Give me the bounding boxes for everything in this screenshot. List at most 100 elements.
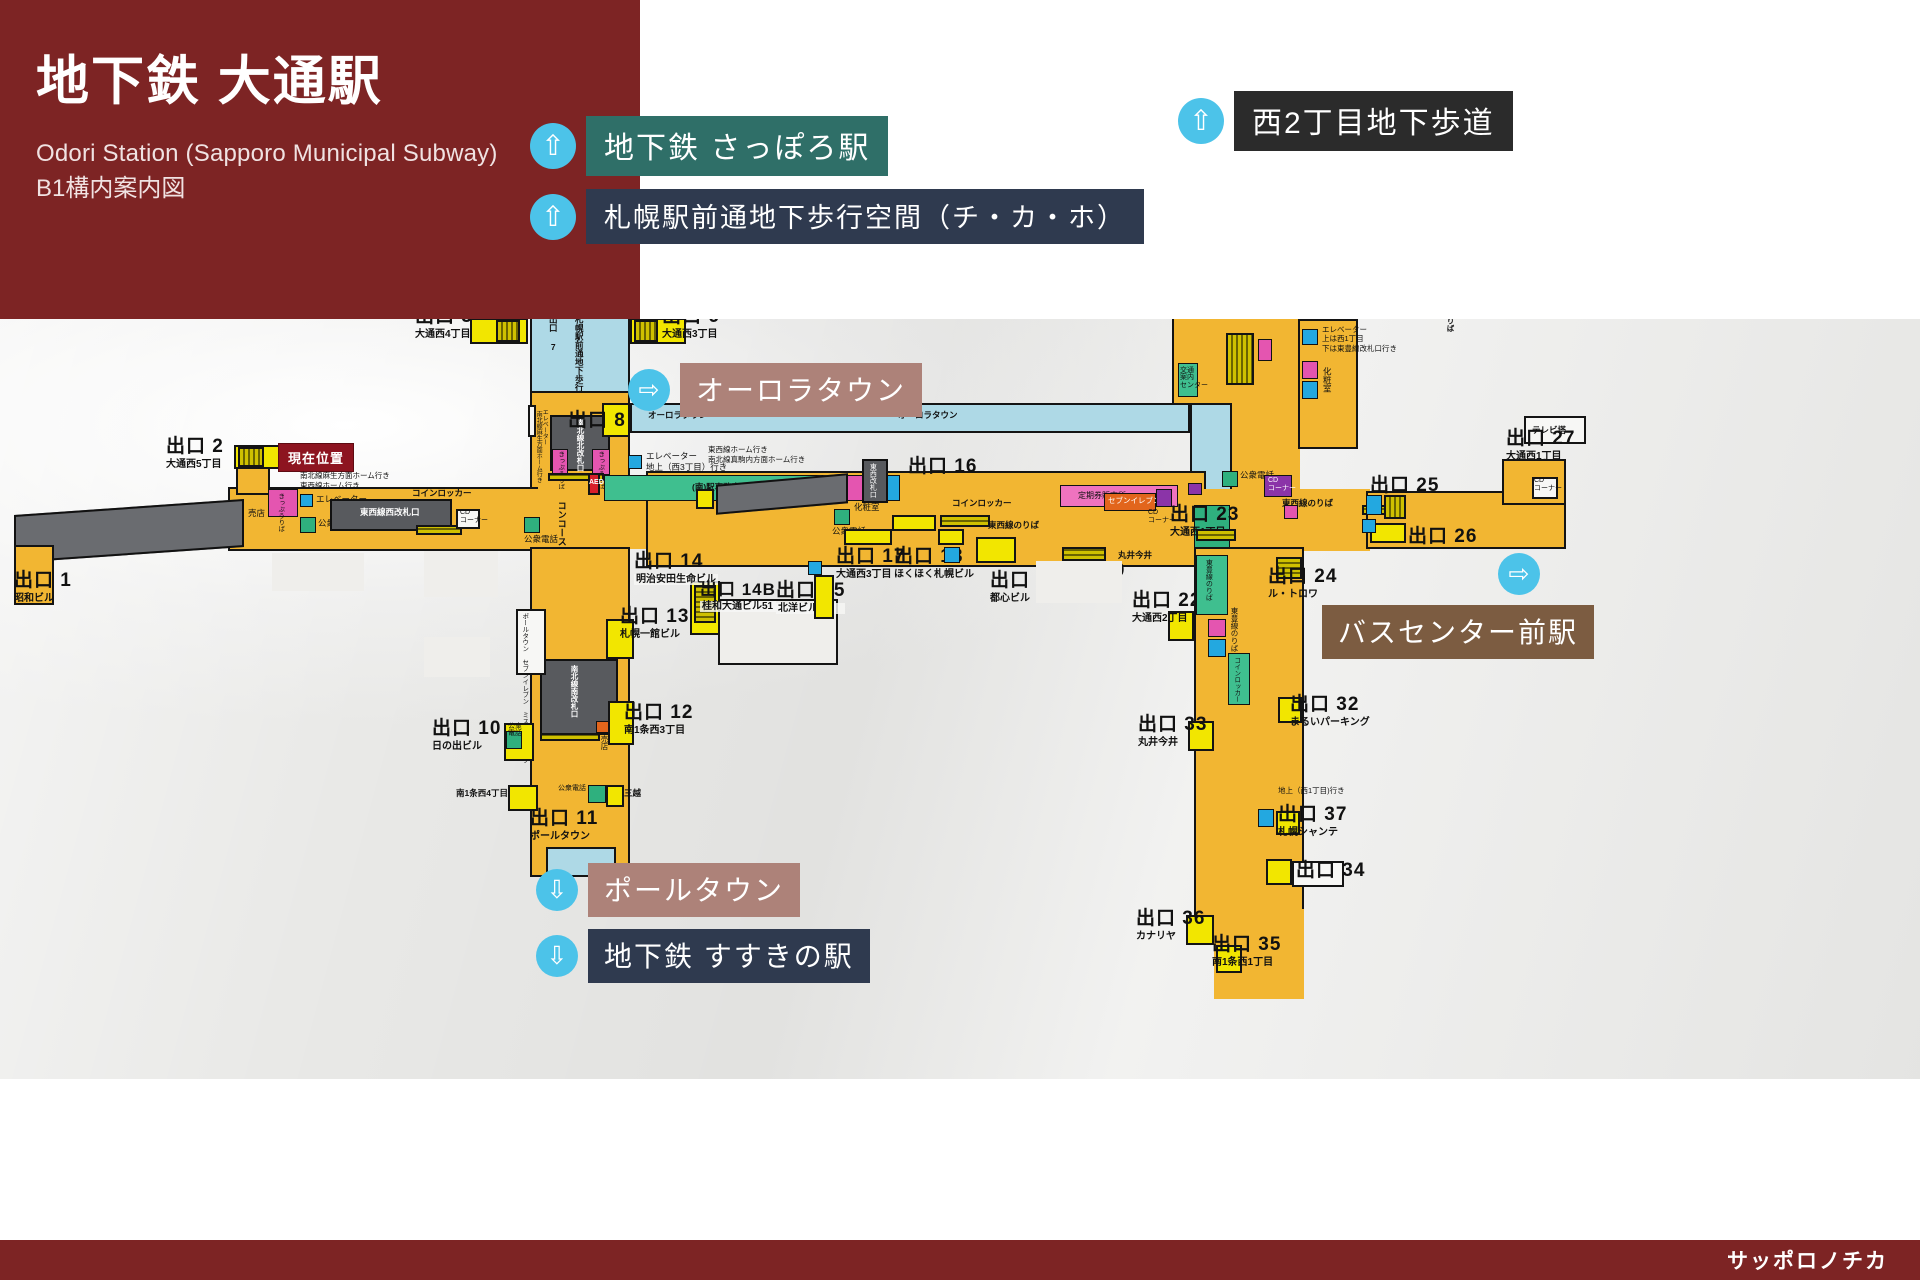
namboku-tozai-note: 南北線麻生方面ホーム行き東西線ホーム行き (300, 471, 390, 490)
stair-hatch (540, 733, 600, 741)
small-cyan-icon (1362, 519, 1376, 533)
exit-1-number: 出口 1 (14, 570, 72, 591)
southeast-green-label: 東豊線のりば (1205, 559, 1213, 601)
seven-eleven-store (1104, 493, 1156, 511)
southeast-green-1 (1196, 555, 1228, 615)
public-phone-label-5: 公衆電話 (508, 723, 522, 738)
elevator-nishi1-label: エレベーター上は西1丁目下は東豊線改札口行き (1322, 325, 1397, 353)
exit-15-stair (814, 575, 834, 619)
footer-brand: サッポロノチカ (1727, 1250, 1888, 1273)
ticket-vendor-label-west: きっぷうりば (276, 493, 284, 532)
exit-label-36: 出口 36 カナリヤ (1136, 909, 1205, 942)
exit-5-sub: 大通西4丁目 (415, 329, 471, 340)
cd-corner-box-mid (1156, 489, 1172, 507)
exit-33-number: 出口 33 (1138, 714, 1208, 735)
exit-11-number: 出口 11 (530, 808, 599, 829)
exit-17-stair (844, 529, 892, 545)
phone-icon-box-5 (506, 731, 522, 749)
current-position-badge: 現在位置 (278, 443, 355, 472)
exit-17-sub: 大通西3丁目 (836, 569, 892, 580)
arrow-right-icon: ⇨ (628, 369, 670, 411)
exit-14b-sub: 桂和大通ビル51 (700, 601, 776, 612)
elevator-icon-east (1366, 495, 1382, 515)
exit-18-stair (938, 529, 964, 545)
exit-14-number: 出口 14 (634, 551, 704, 572)
elevator-icon-18 (944, 547, 960, 563)
exit-5-number: 出口 5 (415, 319, 473, 326)
exit-label-2: 出口 2 大通西5丁目 (166, 437, 224, 470)
exit-label-25: 出口 25 (1370, 476, 1439, 495)
arrow-up-icon: ⇧ (1178, 98, 1224, 144)
exit-18-number: 出口 18 (894, 546, 964, 567)
map-chip-bus-center[interactable]: ⇨ (1498, 553, 1540, 595)
exit-32-number: 出口 32 (1290, 694, 1360, 715)
toho-platform-label-se: 東豊線のりば (1230, 607, 1239, 652)
stair-hatch (416, 525, 462, 535)
exit-34-number: 出口 34 (1296, 860, 1366, 881)
map-chip-poletown[interactable]: ⇩ ポールタウン (536, 863, 801, 917)
exit-label-26: 出口 26 (1408, 527, 1477, 546)
exit-10-sub: 日の出ビル (432, 741, 482, 752)
cd-corner-box-west (456, 509, 480, 529)
exit-36-stair (1186, 915, 1214, 945)
map-chip-label: ポールタウン (588, 863, 801, 917)
exit-22-sub: 大通西2丁目 (1132, 613, 1188, 624)
direction-chip-sapporo-station[interactable]: ⇧ 地下鉄 さっぽろ駅 (530, 116, 889, 176)
tozai-home-note: 東西線ホーム行き南北線真駒内方面ホーム行き (708, 445, 806, 464)
phone-icon-box (300, 517, 316, 533)
exit-2-number: 出口 2 (166, 436, 224, 457)
coin-locker-label-mid: コインロッカー (952, 498, 1012, 508)
exit-34-box (1292, 861, 1344, 887)
exit-32-sub: まるいパーキング (1290, 717, 1370, 728)
exit-label-34: 出口 34 (1296, 861, 1365, 880)
exit-19-stair (976, 537, 1016, 563)
exit-label-35: 出口 35 南1条西1丁目 (1212, 935, 1281, 968)
exit-label-32: 出口 32 まるいパーキング (1290, 695, 1370, 728)
exit-label-5: 出口 5 大通西4丁目 (415, 319, 473, 340)
direction-chip-nishi2chome[interactable]: ⇧ 西2丁目地下歩道 (1178, 91, 1513, 151)
direction-chip-label: 地下鉄 さっぽろ駅 (586, 116, 889, 176)
elevator-nishi1-label-b: 地上（西1丁目)行き (1278, 786, 1345, 795)
exit-15-sub: 北洋ビル (776, 603, 846, 614)
shop-label-west: 売店 (248, 508, 266, 518)
stair-hatch (548, 473, 604, 481)
ticket-vendor-box (1258, 339, 1272, 361)
southeast-green-label-2: コインロッカー (1232, 657, 1240, 703)
stair-hatch (634, 320, 658, 342)
map-chip-aurora-town[interactable]: ⇨ オーロラタウン (628, 363, 923, 417)
exit-24-number: 出口 24 (1268, 566, 1338, 587)
exit-label-1: 出口 1 昭和ビル (14, 571, 72, 604)
exit-1-stub (14, 545, 54, 605)
concourse-label: コンコース (556, 501, 567, 546)
exit-label-33: 出口 33 丸井今井 (1138, 715, 1207, 748)
public-phone-label-6: 公衆電話 (558, 785, 586, 792)
direction-chip-chikaho[interactable]: ⇧ 札幌駅前通地下歩行空間（チ・カ・ホ） (530, 189, 1144, 244)
exit-37-sub: 札幌シャンテ (1278, 827, 1338, 838)
arrow-up-icon: ⇧ (530, 123, 576, 169)
exit-label-22: 出口 22 大通西2丁目 (1132, 591, 1201, 624)
gate-tozai-west-label: 東西線西改札口 (360, 507, 420, 517)
stair-note-left: 南北線麻生方面ホーム行き (535, 411, 542, 483)
gate-namboku-north-label: 南北線北改札口 (576, 419, 585, 472)
southeast-green-2 (1228, 653, 1250, 705)
aed-box (588, 473, 600, 495)
exit-33-sub: 丸井今井 (1138, 737, 1178, 748)
stair-hatch (1196, 529, 1236, 541)
exit-7-number: 出口 7 (548, 319, 559, 352)
exit-label-14b: 出口 14B 桂和大通ビル51 (700, 581, 776, 612)
tozai-platform-label-1: 東西線のりば (988, 520, 1040, 530)
restroom-men-se (1208, 639, 1226, 657)
exit-12-sub: 南1条西3丁目 (624, 725, 686, 736)
gate-tozai-label: 東西改札口 (869, 463, 877, 498)
header-panel: 地下鉄 大通駅 Odori Station (Sapporo Municipal… (0, 0, 640, 319)
exit-2-corridor (236, 467, 270, 495)
map-chip-susukino[interactable]: ⇩ 地下鉄 すすきの駅 (536, 929, 870, 983)
exit-22-stair (1168, 611, 1194, 641)
exit-label-11: 出口 11 ポールタウン (530, 809, 598, 842)
public-phone-label-4: 公衆電話 (1240, 470, 1275, 480)
mitsukoshi-label: 三越 (624, 788, 642, 798)
